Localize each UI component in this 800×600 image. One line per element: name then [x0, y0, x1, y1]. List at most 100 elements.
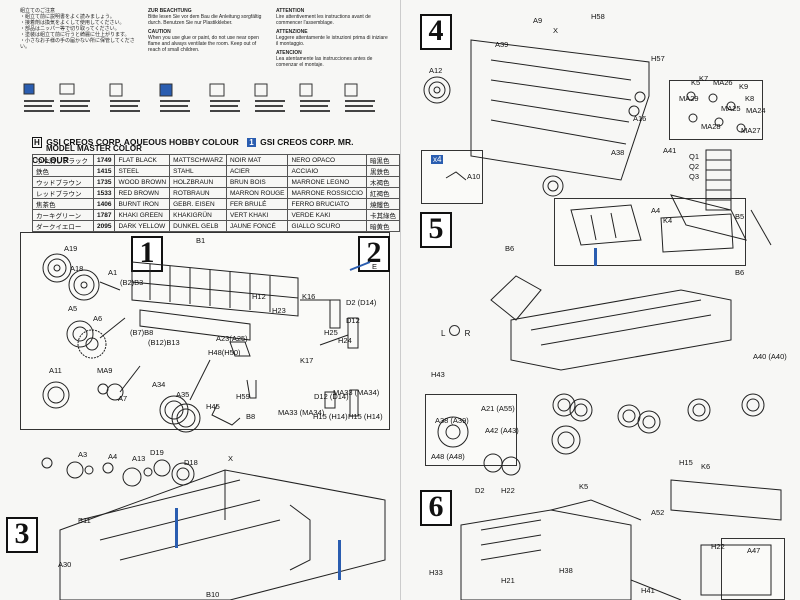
part-label-b11: B11: [78, 516, 91, 525]
part-label-a35: A35: [176, 390, 190, 399]
part-label-a9: A9: [533, 16, 543, 25]
part-label-a3: A3: [78, 450, 88, 459]
part-label-ma27: MA27: [741, 126, 761, 135]
part-label-a11: A11: [49, 366, 62, 375]
part-label-d18: D18: [184, 458, 198, 467]
part-label-h41: H41: [641, 586, 655, 595]
paint-cell-it: GIALLO SCURO: [287, 220, 367, 232]
left-drawings: [41, 253, 386, 600]
a10-callout: x4: [431, 155, 444, 164]
left-instruction-page: 組立てのご注意 ・組立て前に説明書をよく読みましょう。 ・接着剤は換気をよくして…: [6, 0, 401, 600]
part-label-a47: A47: [747, 546, 761, 555]
right-drawings: [423, 39, 782, 600]
step-1-number: 1: [131, 236, 163, 272]
part-label-b6b: B6: [735, 268, 745, 277]
part-label-d2: D2: [475, 486, 485, 495]
right-label: R: [464, 329, 471, 338]
part-label-a48: A48 (A48): [431, 452, 465, 461]
part-label-a30: A30: [58, 560, 72, 569]
lr-callout: L R: [441, 325, 470, 338]
part-label-a7: A7: [118, 394, 128, 403]
left-label: L: [441, 329, 446, 338]
symbol-legend-icons: [23, 83, 375, 112]
part-label-a12: A12: [429, 66, 443, 75]
part-label-a40: A40 (A40): [753, 352, 787, 361]
part-label-b7b8: (B7)B8: [130, 328, 154, 337]
part-label-ma33b: MA33 (MA34): [333, 388, 380, 397]
aqueous-label: GSI CREOS CORP. AQUEOUS HOBBY COLOUR: [46, 137, 239, 147]
part-label-ma9: MA9: [97, 366, 113, 375]
part-label-h12: H12: [252, 292, 266, 301]
french-text: Lire attentivement les instructions avan…: [276, 14, 371, 26]
part-label-a39: A39: [495, 40, 509, 49]
step-5-idler-detail-box: [425, 394, 517, 466]
part-label-h15: H15 (H14): [348, 412, 383, 421]
part-label-e_left: E: [372, 262, 378, 271]
part-label-h38: H38: [559, 566, 573, 575]
part-label-a10: A10: [467, 172, 481, 181]
paint-cell-num: 2095: [92, 220, 116, 232]
english-caution-title: CAUTION: [148, 29, 171, 35]
step-4-number: 4: [420, 14, 452, 50]
part-label-k6: K6: [701, 462, 711, 471]
part-label-k5b: K5: [579, 482, 589, 491]
part-label-ma24: MA24: [746, 106, 766, 115]
part-label-ma28: MA28: [701, 122, 721, 131]
part-label-b5: B5: [735, 212, 745, 221]
paint-cell-en: DARK YELLOW: [114, 220, 171, 232]
part-label-a38: A38: [611, 148, 625, 157]
model-master-label: MODEL MASTER COLOR: [46, 144, 142, 153]
multilingual-notes-1: ZUR BEACHTUNG Bitte lesen Sie vor dem Ba…: [148, 8, 268, 53]
part-label-b1: B1: [196, 236, 206, 245]
part-label-k17: K17: [300, 356, 314, 365]
blue-circle-icon: [449, 325, 461, 336]
italian-title: ATTENZIONE: [276, 29, 308, 35]
part-label-b12b13: (B12)B13: [148, 338, 180, 347]
multilingual-notes-2: ATTENTION Lire attentivement les instruc…: [276, 8, 391, 68]
german-title: ZUR BEACHTUNG: [148, 8, 192, 14]
part-label-h48h50: H48(H50): [208, 348, 241, 357]
paint-cell-jp: ダークイエロー: [32, 220, 94, 232]
part-label-d12: D12: [346, 316, 360, 325]
part-label-q2: Q2: [689, 162, 700, 171]
part-label-a42: A42 (A43): [485, 426, 519, 435]
part-label-h58: H58: [591, 12, 605, 21]
part-label-h45: H45: [206, 402, 220, 411]
german-text: Bitte lesen Sie vor dem Bau die Anleitun…: [148, 14, 262, 26]
part-label-a23a25: A23(A25): [216, 334, 248, 343]
part-label-k9: K9: [739, 82, 749, 91]
part-label-k8: K8: [745, 94, 755, 103]
step-2-number: 2: [358, 236, 390, 272]
part-label-ma29: MA29: [679, 94, 699, 103]
part-label-q3: Q3: [689, 172, 700, 181]
part-label-h23: H23: [272, 306, 286, 315]
part-label-h22b: H22: [711, 542, 725, 551]
part-label-h24: H24: [338, 336, 352, 345]
spanish-title: ATENCION: [276, 50, 302, 56]
part-label-h21: H21: [501, 576, 515, 585]
part-label-k5: K5: [691, 78, 701, 87]
symbol-legend-row: [20, 80, 390, 128]
part-label-h33: H33: [429, 568, 443, 577]
part-label-b10: B10: [206, 590, 220, 599]
part-label-a18: A18: [70, 264, 84, 273]
part-label-a5: A5: [68, 304, 78, 313]
japanese-notes: 組立てのご注意 ・組立て前に説明書をよく読みましょう。 ・接着剤は換気をよくして…: [20, 8, 135, 50]
part-label-a6: A6: [93, 314, 103, 323]
step-1-panel: [20, 232, 390, 430]
part-label-k4: K4: [663, 216, 673, 225]
part-label-a41: A41: [663, 146, 677, 155]
mr-color-code-badge: 1: [247, 138, 256, 147]
step-6-rear-detail-box: [721, 538, 785, 600]
step-3-number: 3: [6, 517, 38, 553]
part-label-ma26: MA26: [713, 78, 733, 87]
part-label-x1: X: [553, 26, 559, 35]
part-label-b2b3: (B2)B3: [120, 278, 144, 287]
part-label-d12d14: D12 (D14): [314, 392, 349, 401]
aqueous-code-badge: H: [32, 137, 42, 148]
